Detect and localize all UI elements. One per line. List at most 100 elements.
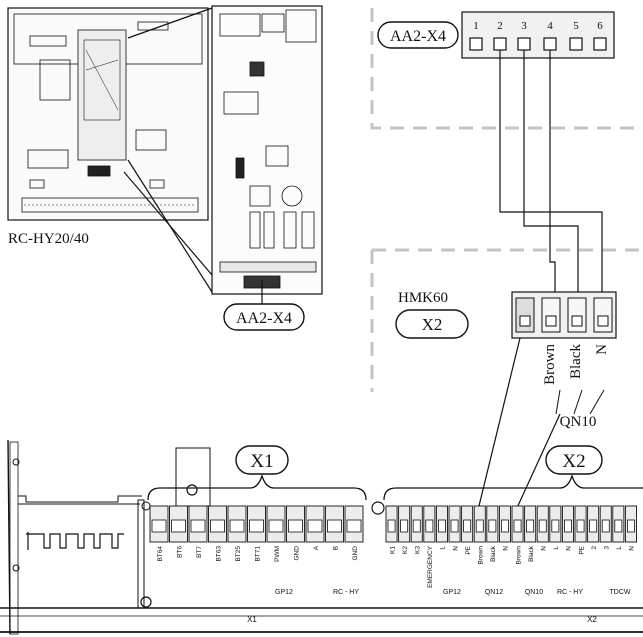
terminal-screw bbox=[210, 519, 225, 533]
terminal-label: N bbox=[452, 546, 459, 551]
terminal-screw bbox=[437, 519, 446, 533]
terminal-label: 3 bbox=[604, 546, 611, 550]
terminal-screw bbox=[551, 519, 560, 533]
x4-pin-number: 4 bbox=[547, 20, 553, 32]
svg-text:QN10: QN10 bbox=[560, 414, 597, 430]
terminal-screw bbox=[346, 519, 362, 533]
terminal-screw bbox=[288, 519, 303, 533]
terminal-screw bbox=[327, 519, 342, 533]
terminal-label: PE bbox=[578, 545, 585, 554]
terminal-label: A bbox=[313, 545, 320, 550]
x4-pin-number: 1 bbox=[473, 20, 479, 32]
terminal-label: BT25 bbox=[235, 546, 242, 562]
x1-callout: X1 bbox=[235, 445, 289, 475]
qn10-valve-callout: QN10 bbox=[555, 389, 605, 430]
terminal-screw bbox=[589, 519, 598, 533]
terminal-screw bbox=[463, 519, 472, 533]
hmk60-terminal-block bbox=[511, 291, 617, 339]
terminal-label: N bbox=[629, 546, 636, 551]
terminal-screw bbox=[576, 519, 585, 533]
terminal-screw bbox=[307, 519, 323, 533]
x2-group-labels: GP12 QN12 QN10 RC - HY TDCW X2 bbox=[443, 589, 631, 624]
terminal-label: GND bbox=[352, 546, 359, 561]
terminal-screw bbox=[564, 519, 572, 533]
terminal-label: L bbox=[616, 546, 623, 550]
hmk60-x2-callout: X2 bbox=[395, 309, 469, 339]
terminal-label: BT6 bbox=[176, 546, 183, 558]
terminal-screw bbox=[475, 519, 484, 533]
hmk60-terminal bbox=[541, 297, 561, 333]
hmk60-terminal-screw bbox=[571, 315, 583, 327]
terminal-screw bbox=[425, 519, 434, 533]
hmk60-label: HMK60 bbox=[398, 290, 448, 306]
hmk60-terminal bbox=[593, 297, 613, 333]
svg-text:GP12: GP12 bbox=[443, 589, 461, 596]
terminal-label: L bbox=[440, 546, 447, 550]
hmk60-to-x2-wiring bbox=[477, 337, 561, 511]
terminal-screw bbox=[190, 519, 206, 533]
terminal-label: Brown bbox=[478, 546, 485, 565]
terminal-screw bbox=[412, 519, 421, 533]
svg-text:X1: X1 bbox=[250, 451, 273, 472]
control-board-zoom bbox=[123, 5, 323, 304]
terminal-label: BT64 bbox=[157, 546, 164, 562]
x1-group-brace bbox=[147, 473, 367, 501]
hmk60-terminal bbox=[567, 297, 587, 333]
svg-text:RC - HY: RC - HY bbox=[333, 589, 359, 596]
terminal-screw bbox=[171, 519, 186, 533]
hmk60-terminal-screw bbox=[545, 315, 557, 327]
terminal-label: Black bbox=[490, 545, 497, 562]
svg-text:QN10: QN10 bbox=[525, 589, 543, 596]
x4-pin-socket bbox=[543, 37, 557, 51]
x4-pin-socket bbox=[493, 37, 507, 51]
terminal-screw bbox=[249, 519, 264, 533]
svg-text:X2: X2 bbox=[587, 615, 597, 624]
terminal-label: BT71 bbox=[254, 546, 261, 562]
terminal-screw bbox=[601, 519, 610, 533]
terminal-screw bbox=[513, 519, 522, 533]
x4-pin-socket bbox=[569, 37, 583, 51]
terminal-board-frame bbox=[0, 439, 643, 635]
wire-label: Brown bbox=[542, 344, 558, 385]
terminal-screw bbox=[400, 519, 409, 533]
x2-callout: X2 bbox=[545, 445, 603, 475]
board-model-label: RC-HY20/40 bbox=[8, 231, 89, 247]
terminal-label: N bbox=[566, 546, 573, 551]
terminal-label: K3 bbox=[415, 546, 422, 554]
terminal-screw bbox=[268, 519, 284, 533]
terminal-label: K2 bbox=[402, 546, 409, 554]
svg-text:QN12: QN12 bbox=[485, 589, 503, 596]
x4-pin-number: 5 bbox=[573, 20, 579, 32]
x2-group-brace bbox=[383, 473, 643, 501]
hmk60-terminal-screw bbox=[519, 315, 531, 327]
terminal-screw bbox=[538, 519, 547, 533]
svg-text:AA2-X4: AA2-X4 bbox=[236, 310, 292, 327]
svg-text:RC - HY: RC - HY bbox=[557, 589, 583, 596]
terminal-screw bbox=[151, 519, 167, 533]
terminal-label: Brown bbox=[515, 546, 522, 565]
terminal-screw bbox=[614, 519, 623, 533]
terminal-screw bbox=[229, 519, 245, 533]
terminal-label: PWM bbox=[274, 546, 281, 562]
x4-pin-socket bbox=[517, 37, 531, 51]
aa2-x4-callout-board: AA2-X4 bbox=[223, 303, 305, 331]
terminal-label: B bbox=[332, 546, 339, 550]
terminal-label: L bbox=[553, 546, 560, 550]
terminal-label: 2 bbox=[591, 546, 598, 550]
wire-label: Black bbox=[568, 344, 584, 379]
svg-text:X2: X2 bbox=[562, 451, 585, 472]
svg-text:TDCW: TDCW bbox=[610, 589, 631, 596]
x1-terminal-row: BT64 BT6 BT7 BT63 BT25 BT71 PWM GND A B GND bbox=[149, 505, 364, 562]
svg-text:X1: X1 bbox=[247, 615, 257, 624]
svg-text:GP12: GP12 bbox=[275, 589, 293, 596]
terminal-screw bbox=[526, 519, 535, 533]
dashed-frames bbox=[370, 8, 643, 392]
terminal-label: GND bbox=[293, 546, 300, 561]
terminal-label: EMERGENCY bbox=[427, 545, 434, 588]
terminal-label: BT63 bbox=[215, 546, 222, 562]
terminal-screw bbox=[387, 519, 396, 533]
terminal-label: BT7 bbox=[196, 546, 203, 558]
